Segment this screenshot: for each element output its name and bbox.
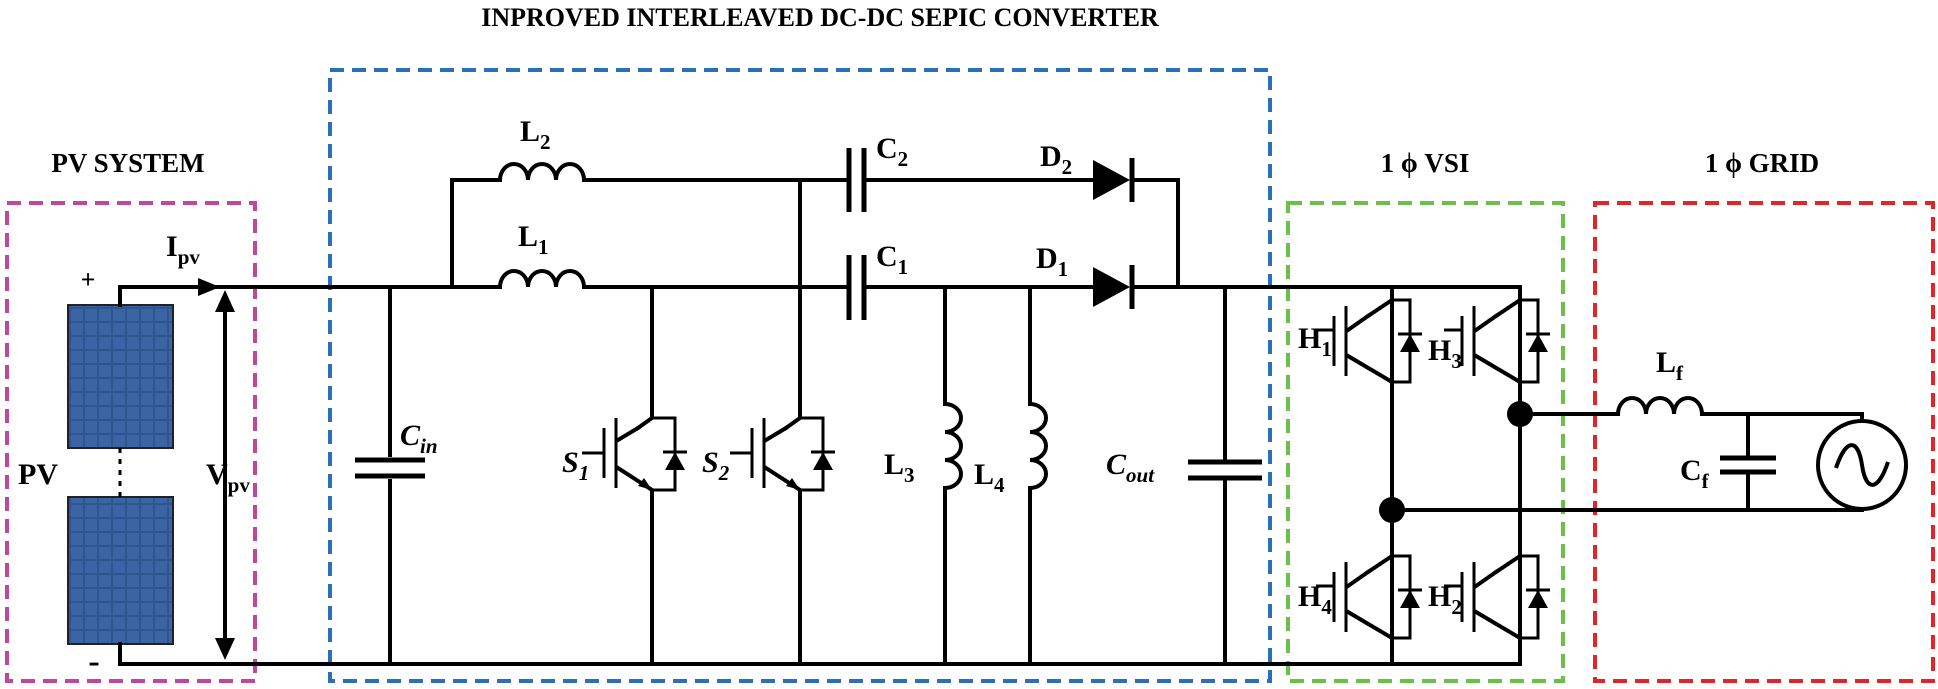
diode-d1 (1093, 265, 1135, 309)
capacitor-c2 (846, 148, 867, 212)
l1-label: L1 (518, 220, 549, 259)
cf-label: Cf (1680, 454, 1710, 493)
h2-label: H2 (1428, 580, 1462, 619)
pv-panels (67, 304, 174, 645)
pv-plus-sign: + (81, 265, 96, 294)
pv-system-frame (5, 201, 257, 683)
h4-label: H4 (1298, 580, 1332, 619)
capacitor-cout (1188, 459, 1262, 481)
ipv-arrowhead (198, 278, 220, 296)
h1-label: H1 (1298, 322, 1332, 361)
h3-label: H3 (1428, 334, 1462, 373)
pv-panel-top (67, 304, 174, 449)
switch-h4 (1316, 553, 1422, 641)
ac-source-icon (1816, 419, 1908, 511)
l4-label: L4 (974, 458, 1005, 497)
vpv-arrow (215, 290, 235, 660)
ipv-label: Ipv (166, 230, 200, 269)
switch-s2 (730, 178, 835, 666)
pv-label: PV (18, 458, 58, 491)
switch-s1 (582, 285, 687, 666)
d1-label: D1 (1036, 242, 1068, 281)
switch-h2 (1444, 553, 1550, 641)
switch-h1 (1316, 297, 1422, 385)
c1-label: C1 (876, 240, 908, 279)
vsi-frame (1286, 201, 1565, 683)
c2-label: C2 (876, 132, 908, 171)
capacitor-cin (355, 457, 425, 479)
diagram-title: INPROVED INTERLEAVED DC-DC SEPIC CONVERT… (481, 3, 1159, 32)
l3-label: L3 (884, 448, 915, 487)
cin-label: Cin (400, 419, 438, 458)
lf-label: Lf (1656, 346, 1684, 385)
s1-label: S1 (562, 446, 589, 485)
inductor-l2 (498, 162, 586, 181)
cout-label: Cout (1106, 448, 1155, 487)
capacitor-cf (1720, 455, 1776, 475)
l2-label: L2 (520, 115, 551, 154)
s2-label: S2 (702, 446, 730, 485)
grid-frame (1593, 201, 1935, 683)
pv-minus-sign: - (88, 643, 99, 680)
pv-system-label: PV SYSTEM (51, 148, 204, 178)
inductor-l1 (498, 269, 586, 288)
inductor-l3 (944, 402, 963, 490)
inductor-lf (1616, 396, 1704, 415)
pv-panel-bottom (67, 496, 174, 645)
grid-label: 1 ϕ GRID (1705, 148, 1819, 178)
capacitor-c1 (846, 255, 867, 320)
switch-h3 (1444, 297, 1550, 385)
vsi-label: 1 ϕ VSI (1381, 148, 1470, 178)
inductor-l4 (1029, 402, 1048, 490)
diode-d2 (1093, 158, 1135, 202)
vpv-label: Vpv (206, 458, 250, 497)
converter-frame (328, 68, 1272, 683)
d2-label: D2 (1040, 140, 1072, 179)
